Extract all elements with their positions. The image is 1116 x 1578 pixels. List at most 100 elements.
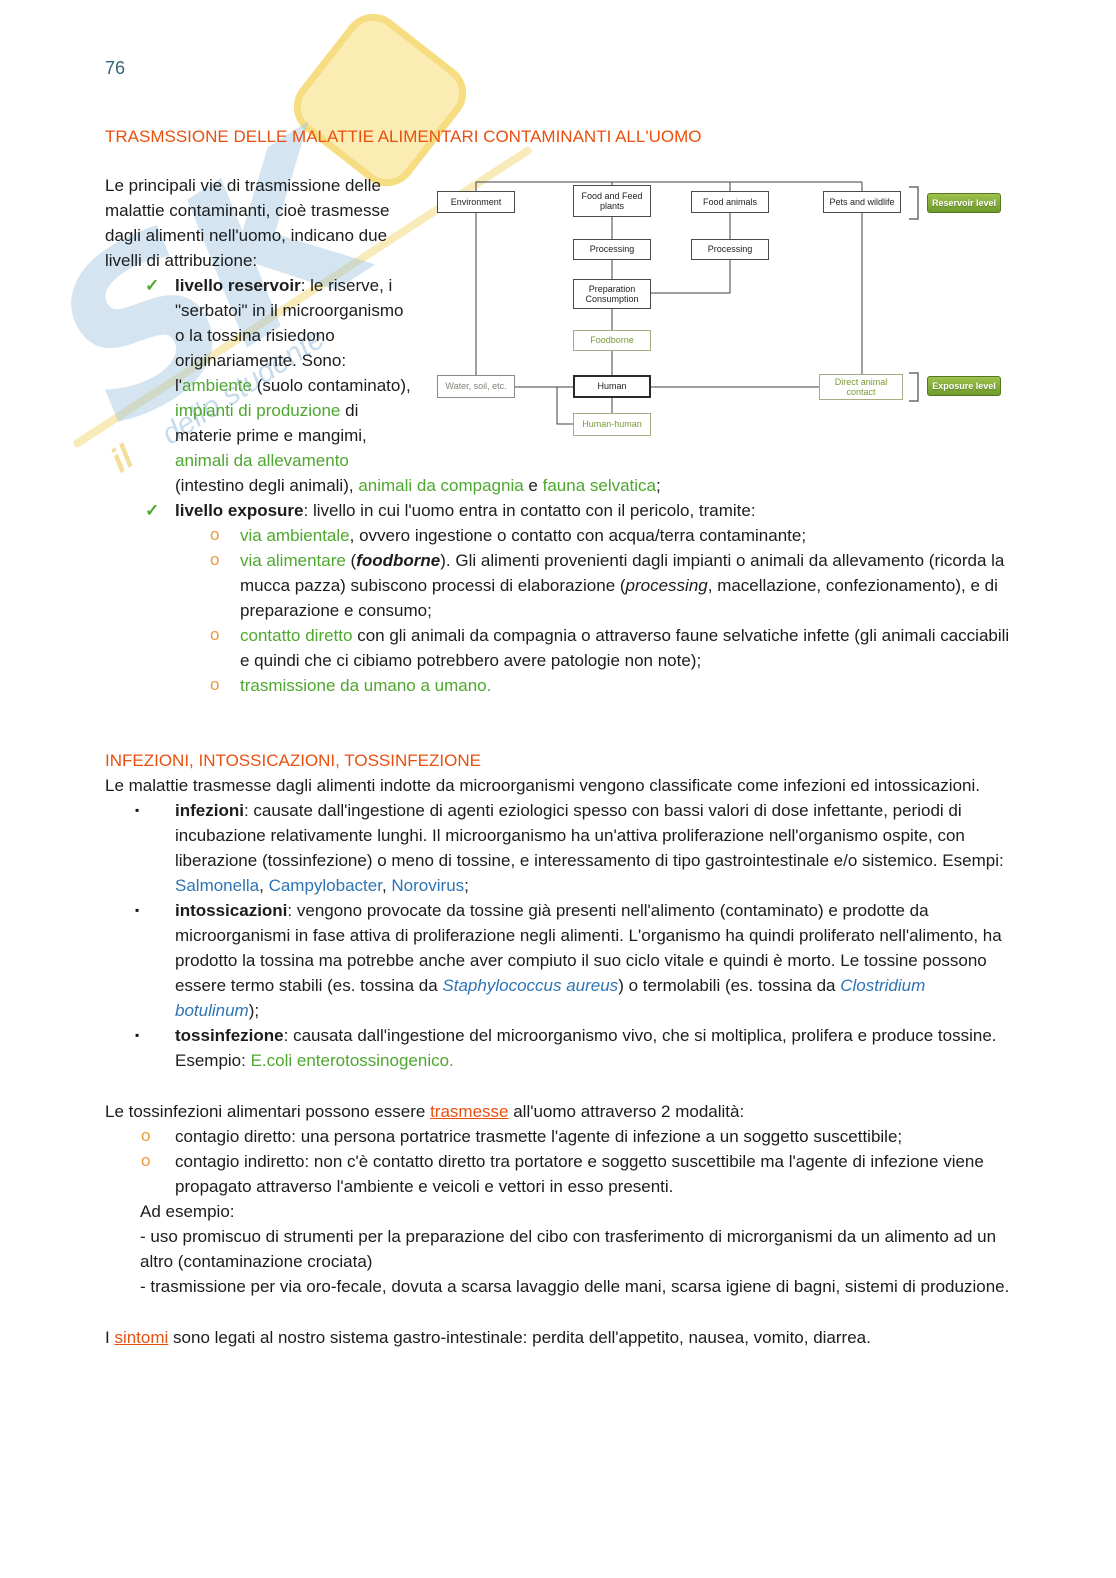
transmission-diagram: Environment Food and Feed plants Food an… [435,175,1010,457]
reservoir-level-badge: Reservoir level [927,193,1001,213]
link-staphylococcus-aureus[interactable]: Staphylococcus aureus [442,976,619,995]
text-run: fauna selvatica [542,476,657,495]
exposure-level-badge: Exposure level [927,376,1001,396]
circle-bullet-icon: o [210,625,220,644]
example-2: - trasmissione per via oro-fecale, dovut… [105,1274,1010,1299]
text-run: (intestino degli animali), [175,476,359,495]
text-run: I [105,1328,115,1347]
list-item-contagio-indiretto: o contagio indiretto: non c'è contatto d… [105,1149,1010,1199]
text-run: ; [656,476,661,495]
list-item-via-alimentare: o via alimentare (foodborne). Gli alimen… [105,548,1010,623]
circle-bullet-icon: o [210,550,220,569]
text-run: sono legati al nostro sistema gastro-int… [168,1328,871,1347]
diagram-connector-lines [475,181,919,425]
circle-bullet-icon: o [210,675,220,694]
diagram-node-processing-1: Processing [573,239,651,260]
square-bullet-icon: ▪ [135,1028,140,1042]
check-icon: ✓ [145,501,160,520]
diagram-node-human-human: Human-human [573,413,651,436]
intossicazioni-term: intossicazioni [175,901,288,920]
text-run: foodborne [356,551,441,570]
text-run: , [381,876,392,895]
text-run: - uso promiscuo di strumenti per la prep… [140,1227,997,1271]
list-item-intossicazioni: ▪ intossicazioni: vengono provocate da t… [105,898,1010,1023]
text-run: : causata dall'ingestione del microorgan… [175,1026,997,1070]
section2-title: INFEZIONI, INTOSSICAZIONI, TOSSINFEZIONE [105,751,481,770]
text-run: contagio indiretto: non c'è contatto dir… [175,1152,984,1196]
text-run: Le principali vie di trasmissione delle … [105,176,390,270]
diagram-node-direct-animal-contact: Direct animal contact [819,374,903,400]
diagram-node-environment: Environment [437,191,515,213]
example-1: - uso promiscuo di strumenti per la prep… [105,1224,1010,1274]
infezioni-term: infezioni [175,801,244,820]
circle-bullet-icon: o [210,525,220,544]
text-run: animali da allevamento [175,451,349,470]
text-run: impianti di produzione [175,401,341,420]
exposure-term: livello exposure [175,501,304,520]
link-salmonella[interactable]: Salmonella [175,876,260,895]
text-run: processing [625,576,708,595]
list-item-umano-umano: o trasmissione da umano a umano. [105,673,1010,698]
link-trasmesse[interactable]: trasmesse [430,1102,509,1121]
list-item-infezioni: ▪ infezioni: causate dall'ingestione di … [105,798,1010,898]
page-number: 76 [105,58,126,78]
text-run: Le tossinfezioni alimentari possono esse… [105,1102,431,1121]
list-item-reservoir: ✓ livello reservoir: le riserve, i "serb… [105,273,1010,498]
symptoms-paragraph: I sintomi sono legati al nostro sistema … [105,1325,1010,1350]
text-run: (suolo contaminato), [251,376,411,395]
text-run: : le riserve, i "serbatoi" in il microor… [175,276,404,395]
list-item-exposure: ✓ livello exposure: livello in cui l'uom… [105,498,1010,523]
list-item-contagio-diretto: o contagio diretto: una persona portatri… [105,1124,1010,1149]
check-icon: ✓ [145,276,160,295]
link-norovirus[interactable]: Norovirus [391,876,465,895]
text-run: ); [248,1001,260,1020]
text-run: Le malattie trasmesse dagli alimenti ind… [105,776,980,795]
text-run: , macellazione, confezionamento), e di p… [240,576,998,620]
link-sintomi[interactable]: sintomi [114,1328,169,1347]
example-label: Ad esempio: [105,1199,1010,1224]
text-run: via ambientale [240,526,350,545]
section1-title: TRASMSSIONE DELLE MALATTIE ALIMENTARI CO… [105,127,702,146]
text-run: all'uomo attraverso 2 modalità: [508,1102,745,1121]
link-campylobacter[interactable]: Campylobacter [268,876,382,895]
text-run: Ad esempio: [140,1202,235,1221]
text-run: ). Gli alimenti provenienti dagli impian… [240,551,1005,595]
text-run: ) o termolabili (es. tossina da [618,976,841,995]
section1-body: Environment Food and Feed plants Food an… [105,173,1010,698]
circle-bullet-icon: o [141,1151,151,1170]
text-run: ( [345,551,357,570]
diagram-node-food-feed-plants: Food and Feed plants [573,185,651,217]
diagram-node-preparation-consumption: Preparation Consumption [573,279,651,309]
text-run: di materie prime e mangimi, [175,401,367,445]
circle-bullet-icon: o [141,1126,151,1145]
diagram-node-pets-wildlife: Pets and wildlife [823,191,901,213]
diagram-node-human: Human [573,375,651,398]
diagram-node-processing-2: Processing [691,239,769,260]
text-run: contagio diretto: una persona portatrice… [175,1127,903,1146]
list-item-via-ambientale: o via ambientale, ovvero ingestione o co… [105,523,1010,548]
link-clostridium-botulinum[interactable]: Clostridium botulinum [175,976,926,1020]
text-run: , [259,876,269,895]
document-page: 76 TRASMSSIONE DELLE MALATTIE ALIMENTARI… [105,58,1010,1350]
text-run: E.coli enterotossinogenico. [250,1051,454,1070]
section3-intro: Le tossinfezioni alimentari possono esse… [105,1099,1010,1124]
text-run: : causate dall'ingestione di agenti ezio… [175,801,1004,870]
section2-intro: Le malattie trasmesse dagli alimenti ind… [105,773,1010,798]
diagram-node-water-soil: Water, soil, etc. [437,375,515,398]
text-run: ; [464,876,469,895]
text-run: con gli animali da compagnia o attravers… [240,626,1010,670]
reservoir-term: livello reservoir [175,276,301,295]
diagram-node-food-animals: Food animals [691,191,769,213]
square-bullet-icon: ▪ [135,903,140,917]
tossinfezione-term: tossinfezione [175,1026,284,1045]
text-run: trasmissione da umano a umano. [240,676,492,695]
text-run: , ovvero ingestione o contatto con acqua… [349,526,807,545]
list-item-contatto-diretto: o contatto diretto con gli animali da co… [105,623,1010,673]
diagram-node-foodborne: Foodborne [573,330,651,351]
text-run: - trasmissione per via oro-fecale, dovut… [140,1277,1010,1296]
text-run: contatto diretto [240,626,353,645]
text-run: animali da compagnia [358,476,524,495]
list-item-tossinfezione: ▪ tossinfezione: causata dall'ingestione… [105,1023,1010,1073]
text-run: : vengono provocate da tossine già prese… [175,901,1002,995]
text-run: e [523,476,543,495]
